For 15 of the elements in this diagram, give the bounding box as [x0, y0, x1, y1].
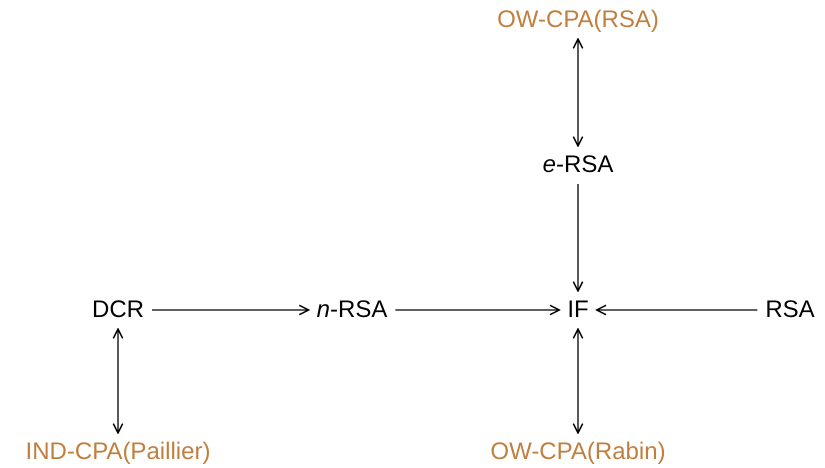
- node-label: OW-CPA(RSA): [495, 7, 661, 33]
- arrow: [395, 304, 560, 316]
- node-label: RSA: [763, 297, 817, 323]
- arrow: [572, 328, 584, 434]
- node-label: IND-CPA(Paillier): [24, 439, 212, 465]
- node-label: e-RSA: [540, 152, 616, 178]
- arrow: [112, 328, 124, 434]
- node-label: n-RSA: [314, 297, 390, 323]
- node-label: OW-CPA(Rabin): [488, 439, 668, 465]
- arrow: [596, 304, 758, 316]
- arrow: [152, 304, 310, 316]
- node-label: IF: [565, 297, 591, 323]
- node-label: DCR: [90, 297, 146, 323]
- arrow: [572, 184, 584, 292]
- arrow: [572, 38, 584, 147]
